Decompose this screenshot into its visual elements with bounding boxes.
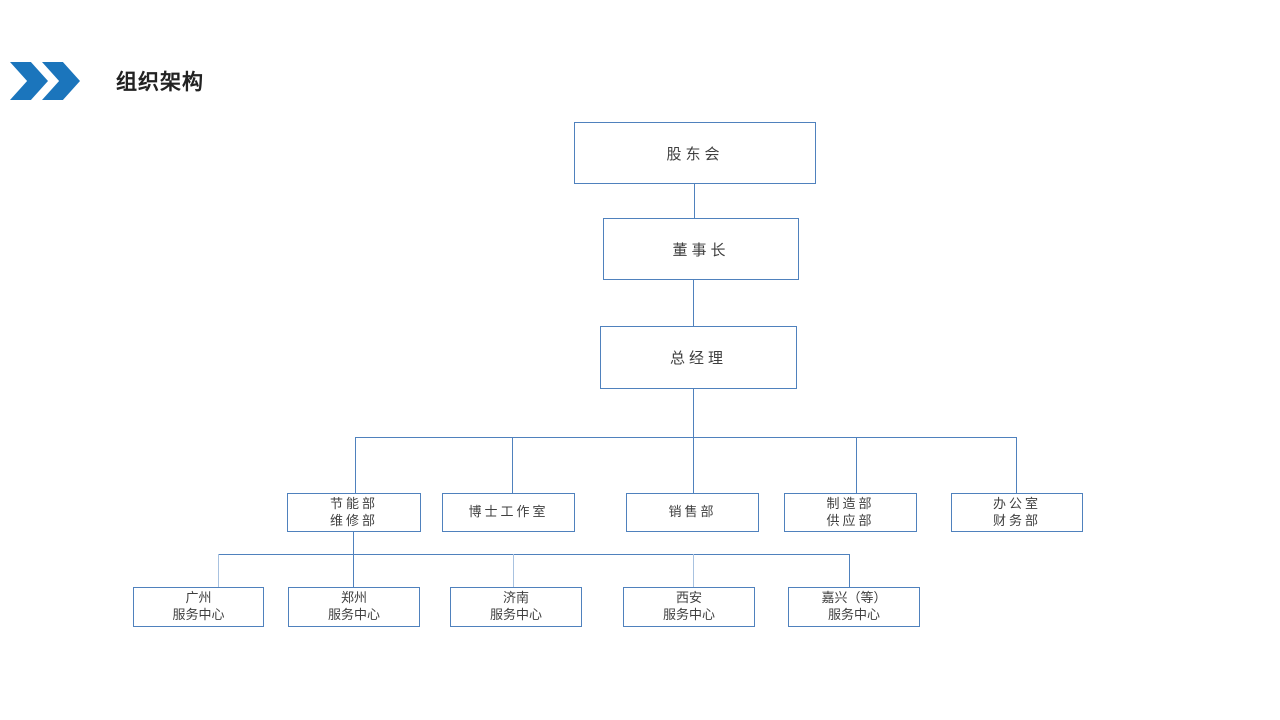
org-node-shareholders-meeting: 股东会	[574, 122, 816, 184]
org-node-label: 节能部	[329, 496, 378, 512]
org-node-jiaxing-service-center: 嘉兴（等） 服务中心	[788, 587, 920, 627]
org-node-label: 销售部	[668, 505, 717, 520]
connector-line	[693, 437, 694, 493]
org-node-manufacturing-supply-dept: 制造部 供应部	[784, 493, 917, 532]
org-node-label: 供应部	[826, 513, 875, 529]
org-node-label: 济南	[502, 591, 529, 606]
org-node-label: 制造部	[826, 496, 875, 512]
org-node-doctor-studio: 博士工作室	[442, 493, 575, 532]
connector-line	[856, 437, 857, 493]
org-node-label: 服务中心	[827, 608, 880, 623]
org-node-xian-service-center: 西安 服务中心	[623, 587, 755, 627]
org-node-guangzhou-service-center: 广州 服务中心	[133, 587, 264, 627]
org-node-jinan-service-center: 济南 服务中心	[450, 587, 582, 627]
connector-line	[693, 280, 694, 326]
connector-line	[353, 554, 354, 587]
slide-header: 组织架构	[10, 62, 204, 100]
page-title: 组织架构	[116, 70, 204, 94]
connector-line	[693, 389, 694, 437]
org-node-energy-maintenance-dept: 节能部 维修部	[287, 493, 421, 532]
connector-line	[355, 437, 1017, 438]
org-node-label: 西安	[675, 591, 702, 606]
org-node-label: 服务中心	[327, 608, 380, 623]
org-node-chairman: 董事长	[603, 218, 799, 280]
connector-line	[513, 554, 514, 587]
org-node-label: 服务中心	[172, 608, 225, 623]
org-node-label: 总经理	[669, 349, 727, 367]
connector-line	[355, 437, 356, 493]
org-node-office-finance-dept: 办公室 财务部	[951, 493, 1083, 532]
org-node-zhengzhou-service-center: 郑州 服务中心	[288, 587, 420, 627]
org-node-label: 嘉兴（等）	[821, 591, 887, 606]
connector-line	[218, 554, 219, 587]
org-node-label: 维修部	[329, 513, 378, 529]
org-node-label: 办公室	[992, 496, 1041, 512]
org-node-label: 广州	[185, 591, 212, 606]
connector-line	[1016, 437, 1017, 493]
double-chevron-right-icon	[10, 62, 80, 100]
org-node-label: 股东会	[666, 144, 724, 163]
connector-line	[694, 184, 695, 218]
connector-line	[218, 554, 850, 555]
connector-line	[353, 532, 354, 554]
org-node-label: 服务中心	[662, 608, 715, 623]
org-node-label: 财务部	[992, 513, 1041, 529]
connector-line	[693, 554, 694, 587]
org-node-label: 郑州	[340, 591, 367, 606]
org-node-label: 博士工作室	[468, 505, 549, 520]
org-node-general-manager: 总经理	[600, 326, 797, 389]
org-node-label: 董事长	[672, 240, 730, 259]
connector-line	[849, 554, 850, 587]
connector-line	[512, 437, 513, 493]
org-node-sales-dept: 销售部	[626, 493, 759, 532]
org-node-label: 服务中心	[489, 608, 542, 623]
